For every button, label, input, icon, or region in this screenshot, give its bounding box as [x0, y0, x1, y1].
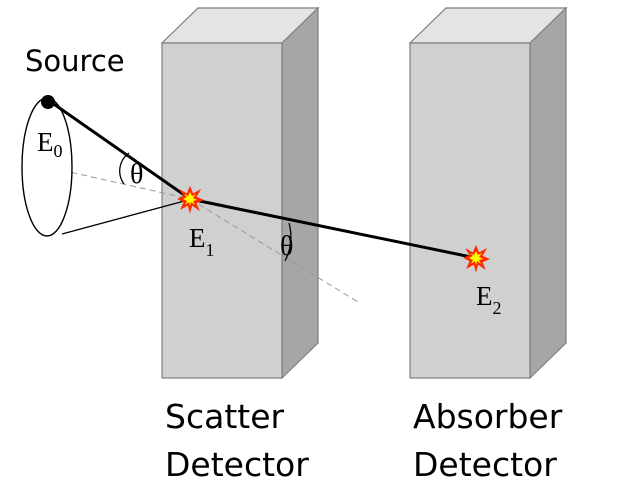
scatter-axis-dashed-line	[189, 198, 359, 303]
scatter-interaction-burst	[177, 185, 205, 214]
e0-label-base: E	[37, 127, 54, 157]
scatter-detector-label-line2: Detector	[165, 445, 309, 484]
scatter-detector-side-face	[281, 6, 319, 380]
e2-label-subscript: 2	[493, 298, 502, 318]
scatter-detector-label-line1: Scatter	[165, 397, 284, 436]
absorber-detector-label-line1: Absorber	[413, 397, 563, 436]
e1-label-base: E	[189, 223, 206, 253]
absorber-interaction-burst	[463, 244, 491, 273]
scatter-detector-front-face	[161, 42, 283, 379]
e1-label-subscript: 1	[206, 240, 215, 260]
cone-base-ellipse	[21, 97, 73, 237]
source-point	[41, 95, 55, 109]
absorber-detector-side-face	[529, 6, 567, 380]
scattered-ray	[189, 197, 477, 260]
e2-label-base: E	[476, 281, 493, 311]
cone-angle-arc	[119, 152, 130, 185]
source-label: Source	[25, 44, 125, 78]
e0-label-subscript: 0	[54, 141, 63, 161]
cone-theta-label: θ	[130, 159, 143, 190]
absorber-detector	[408, 6, 568, 380]
e2-label: E2	[476, 281, 502, 318]
scatter-angle-arc	[284, 222, 292, 262]
scatter-detector	[160, 6, 320, 380]
incident-ray	[47, 98, 191, 201]
scatter-theta-label: θ	[280, 231, 293, 262]
absorber-detector-front-face	[409, 42, 531, 379]
cone-lower-edge	[61, 199, 189, 235]
e1-label: E1	[189, 223, 215, 260]
e0-label: E0	[37, 127, 63, 161]
absorber-detector-label-line2: Detector	[413, 445, 557, 484]
cone-axis-dashed-line	[51, 167, 191, 200]
